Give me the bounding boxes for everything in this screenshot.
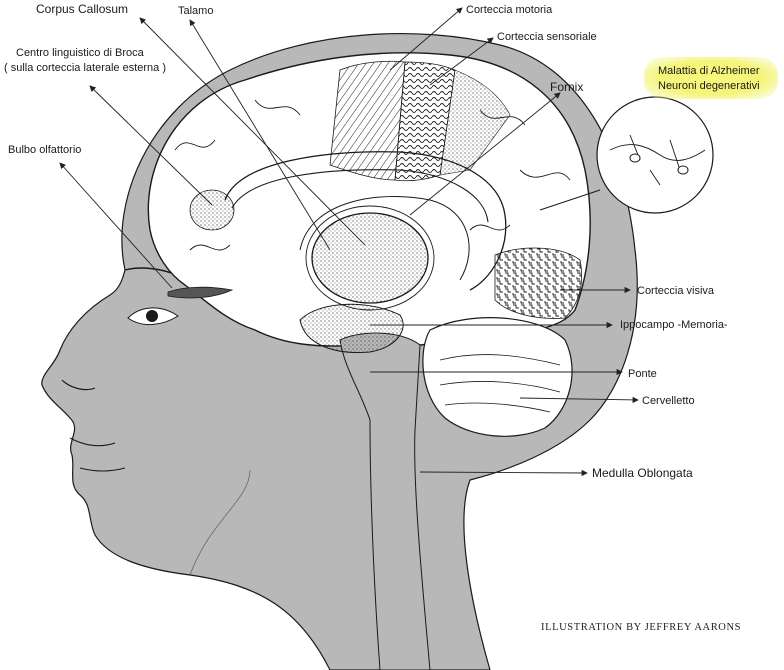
corpus-callosum xyxy=(224,151,507,291)
brain-stem xyxy=(339,332,431,670)
label-corpus-callosum: Corpus Callosum xyxy=(36,2,129,16)
label-bulbo-olfattorio: Bulbo olfattorio xyxy=(8,144,82,156)
illustration-credit: ILLUSTRATION BY JEFFREY AARONS xyxy=(541,622,742,633)
label-corteccia-motoria: Corteccia motoria xyxy=(466,4,553,16)
label-ponte: Ponte xyxy=(628,368,657,380)
label-cervelletto: Cervelletto xyxy=(642,395,695,407)
label-alzheimer-line2: Neuroni degenerativi xyxy=(658,80,760,92)
parietal-dots xyxy=(439,69,511,176)
label-fornix: Fornix xyxy=(550,80,584,94)
label-broca-line1: Centro linguistico di Broca xyxy=(16,47,144,59)
motor-cortex xyxy=(329,60,406,181)
chin-line xyxy=(79,467,126,472)
label-alzheimer-line1: Malattia di Alzheimer xyxy=(658,65,760,77)
thalamus xyxy=(311,212,429,304)
fornix xyxy=(299,196,470,281)
label-ippocampo: Ippocampo -Memoria- xyxy=(620,319,728,331)
nose-line xyxy=(61,379,96,391)
label-broca-line2: ( sulla corteccia laterale esterna ) xyxy=(4,62,167,74)
cerebellum xyxy=(422,317,573,437)
label-corteccia-visiva: Corteccia visiva xyxy=(637,285,715,297)
neck-line xyxy=(189,469,251,576)
label-medulla: Medulla Oblongata xyxy=(592,466,693,480)
lips-line xyxy=(69,437,116,447)
alzheimer-highlight xyxy=(644,57,778,99)
label-talamo: Talamo xyxy=(178,5,214,17)
label-corteccia-sensoriale: Corteccia sensoriale xyxy=(497,31,597,43)
broca-area xyxy=(189,189,235,231)
olfactory-bulb xyxy=(167,286,234,299)
hippocampus xyxy=(299,303,404,354)
visual-cortex xyxy=(494,247,583,319)
